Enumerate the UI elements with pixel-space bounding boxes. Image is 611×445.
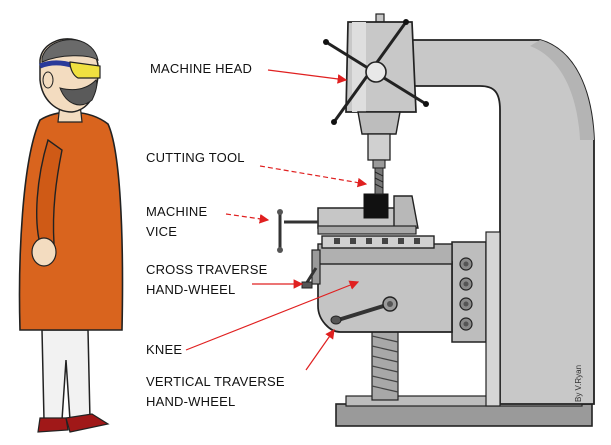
label-arrows <box>185 69 368 371</box>
author-credit: By V.Ryan <box>574 364 583 402</box>
machinist-coat <box>18 111 124 331</box>
label-machine-vice-line1: MACHINE <box>146 204 208 219</box>
worktable <box>321 235 435 249</box>
arrow-machine-head <box>267 69 348 84</box>
elevating-screw <box>371 329 399 401</box>
machine-head <box>323 13 429 195</box>
milling-machine <box>277 13 595 427</box>
machinist-figure <box>18 38 124 433</box>
vertical-traverse-crank <box>330 296 398 325</box>
label-knee: KNEE <box>146 342 183 357</box>
workpiece <box>363 193 389 219</box>
arrow-knee <box>185 280 360 351</box>
machinist-hand <box>31 237 57 267</box>
slide-bolts <box>459 257 473 331</box>
machine-column <box>407 39 595 405</box>
machinist-legs <box>41 329 91 421</box>
label-machine-vice-line2: VICE <box>146 224 178 239</box>
quill-feed-handles <box>323 19 429 125</box>
arrow-machine-vice <box>225 213 270 224</box>
label-machine-head: MACHINE HEAD <box>150 61 253 76</box>
safety-goggles <box>69 61 101 79</box>
machinist-shoe-left <box>37 417 69 433</box>
machinist-shoe-right <box>65 413 110 433</box>
label-cross-traverse-line2: HAND-WHEEL <box>146 282 236 297</box>
machine-vice <box>277 195 419 253</box>
label-vertical-traverse-line1: VERTICAL TRAVERSE <box>146 374 285 389</box>
cross-traverse-handwheel <box>301 249 321 289</box>
arrow-vertical-traverse <box>305 329 335 371</box>
machine-base <box>335 403 593 427</box>
label-cross-traverse-line1: CROSS TRAVERSE <box>146 262 268 277</box>
label-cutting-tool: CUTTING TOOL <box>146 150 245 165</box>
arrow-cutting-tool <box>259 165 368 188</box>
cutting-tool <box>372 159 386 169</box>
label-vertical-traverse-line2: HAND-WHEEL <box>146 394 236 409</box>
